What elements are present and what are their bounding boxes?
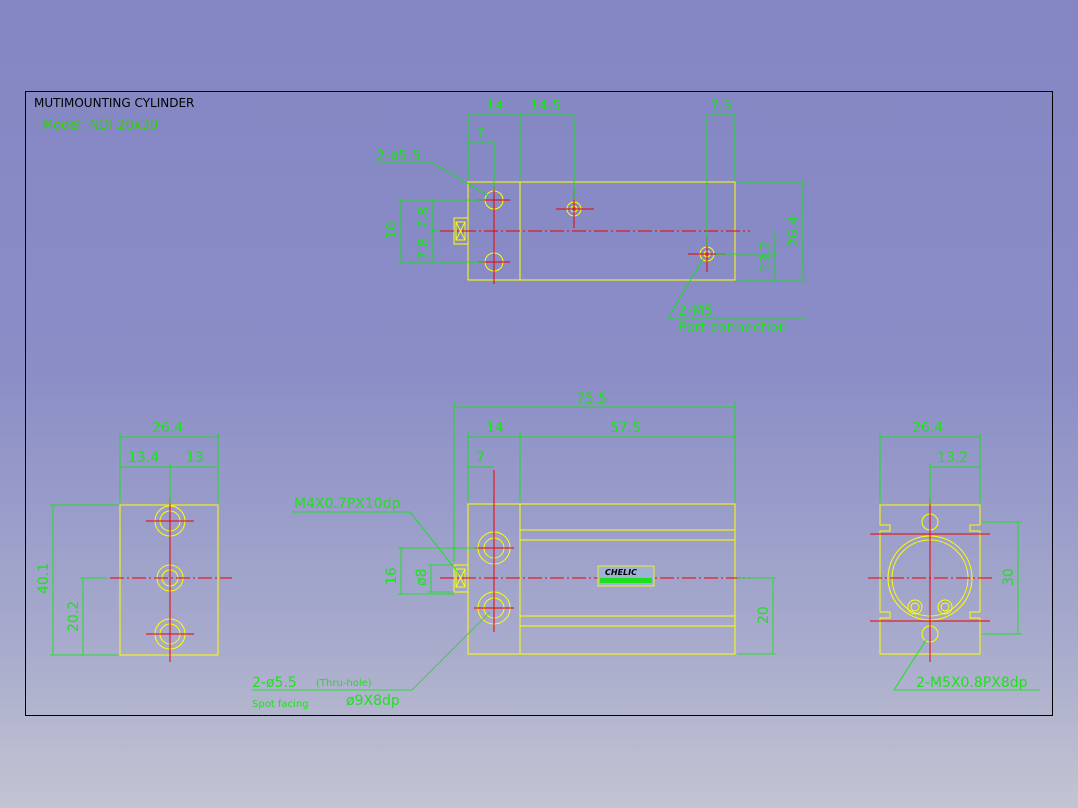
end-body-outline (879, 504, 981, 655)
end-dim-30: 30 (1001, 568, 1017, 586)
front-view: CHELIC 75.5 14 57.5 7 16 ø8 20 M4X0.7PX1… (252, 391, 776, 710)
side-dim-26-4: 26.4 (152, 420, 183, 436)
front-dim-14: 14 (486, 420, 504, 436)
end-note-thread: 2-M5X0.8PX8dp (916, 675, 1028, 691)
end-view: 26.4 13.2 30 2-M5X0.8PX8dp (868, 420, 1040, 691)
side-body-outline (119, 504, 219, 656)
front-note-holes: 2-ø5.5 (252, 675, 297, 691)
drawing-frame (25, 91, 1053, 716)
top-note-holes: 2-ø5.5 (376, 148, 421, 164)
top-dim-7-8-lower: 7.8 (416, 238, 432, 260)
brand-logo: CHELIC (605, 568, 637, 577)
end-dim-13-2: 13.2 (937, 450, 968, 466)
end-thread-right (937, 599, 953, 615)
end-thread-leader (893, 639, 1040, 691)
front-hole-leader (252, 611, 491, 691)
end-dim-26-4: 26.4 (912, 420, 943, 436)
front-note-holes-sub: (Thru-hole) (316, 678, 372, 689)
top-dim-16: 16 (384, 221, 400, 239)
top-dim-26-4: 26.4 (786, 216, 802, 247)
model-label: Model: NDI 20x30 (42, 118, 158, 133)
top-note-ports: 2-M5 (678, 303, 713, 319)
front-dim-75-5: 75.5 (576, 391, 607, 407)
top-dim-13-2: 13.2 (758, 241, 774, 272)
front-dim-o8: ø8 (414, 569, 430, 586)
side-dim-40-1: 40.1 (36, 563, 52, 594)
front-dim-7: 7 (476, 450, 485, 466)
top-hole-leader (375, 162, 490, 197)
front-dim-20: 20 (756, 606, 772, 624)
front-note-spot: Spot facing (252, 699, 309, 710)
top-dim-7-5: 7.5 (710, 98, 732, 114)
side-dim-20-2: 20.2 (66, 601, 82, 632)
top-dim-14: 14 (486, 98, 504, 114)
top-note-ports-sub: Port connection (678, 320, 787, 336)
side-view: 26.4 13.4 13 40.1 20.2 (36, 420, 232, 662)
top-dim-14-5: 14.5 (530, 98, 561, 114)
side-dim-13: 13 (186, 450, 204, 466)
top-port-leader (667, 258, 805, 319)
top-view: 14 14.5 7.5 7 26.4 16 7.8 7.8 13.2 2-ø5.… (375, 98, 806, 336)
drawing-title: MUTIMOUNTING CYLINDER (34, 96, 194, 110)
front-dim-57-5: 57.5 (610, 420, 641, 436)
end-thread-left (907, 599, 923, 615)
front-note-spot-val: ø9X8dp (346, 693, 400, 709)
front-thread-leader (292, 511, 461, 576)
top-dim-7: 7 (476, 126, 485, 142)
front-note-thread: M4X0.7PX10dp (294, 496, 401, 512)
top-dim-7-8-upper: 7.8 (416, 207, 432, 229)
front-dim-16: 16 (384, 567, 400, 585)
side-dim-13-4: 13.4 (128, 450, 159, 466)
